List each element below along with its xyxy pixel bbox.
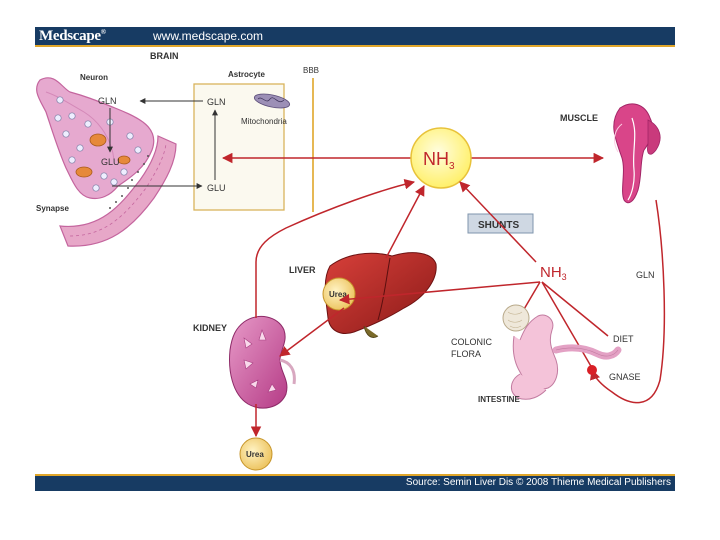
header-bar: Medscape® www.medscape.com [35,27,675,47]
colonic-label-line1: COLONIC [451,337,493,347]
footer-bar: Source: Semin Liver Dis © 2008 Thieme Me… [35,474,675,491]
mitochondria-icon [253,93,291,109]
line-gnase-to-nh3 [541,281,593,369]
colonic-flora-ball [502,304,530,332]
mitochondria-label: Mitochondria [241,117,287,126]
intestine-label: INTESTINE [478,395,520,404]
muscle-label: MUSCLE [560,113,598,123]
astrocyte-gln-label: GLN [207,97,226,107]
line-diet-to-nh3 [541,281,609,337]
arrow-liver-to-kidney [279,307,345,357]
kidney-illustration [229,315,296,409]
synapse-label: Synapse [36,204,69,213]
synapse-membrane [59,135,177,247]
shunts-label: SHUNTS [478,220,519,231]
header-url[interactable]: www.medscape.com [153,29,264,43]
arrow-liver-to-nh3 [385,185,425,259]
gnase-label: GNASE [609,372,641,382]
muscle-illustration [613,103,661,204]
arrow-gut-to-liver [338,281,541,305]
diet-label: DIET [613,334,634,344]
bbb-label: BBB [303,66,319,75]
source-citation: Source: Semin Liver Dis © 2008 Thieme Me… [405,477,671,488]
intestine-illustration [511,314,622,400]
neuron-label: Neuron [80,73,108,82]
medscape-logo[interactable]: Medscape® [39,28,106,44]
arrow-kidney-to-nh3 [255,179,416,318]
arrow-shunt-to-nh3 [459,181,537,263]
kidney-label: KIDNEY [193,323,227,333]
nh3-center-node [410,127,472,189]
urea-kidney-node [239,437,273,471]
nh3-gut-label: NH3 [540,264,567,282]
brain-label: BRAIN [150,51,179,61]
gln-right-label: GLN [636,270,655,280]
shunts-box [467,213,534,234]
neuron-illustration [36,77,155,200]
urea-kidney-label: Urea [246,450,264,459]
astrocyte-label: Astrocyte [228,70,265,79]
neuron-gln-label: GLN [98,96,117,106]
colonic-label-line2: FLORA [451,349,481,359]
urea-liver-label: Urea [329,290,347,299]
astrocyte-glu-label: GLU [207,183,226,193]
gnase-dot [587,365,597,375]
synaptic-dots [109,155,149,209]
liver-illustration [324,252,437,338]
arrow-muscle-gln-to-gnase [590,199,666,404]
liver-label: LIVER [289,265,316,275]
nh3-center-label: NH3 [423,149,455,172]
neuron-glu-label: GLU [101,157,120,167]
